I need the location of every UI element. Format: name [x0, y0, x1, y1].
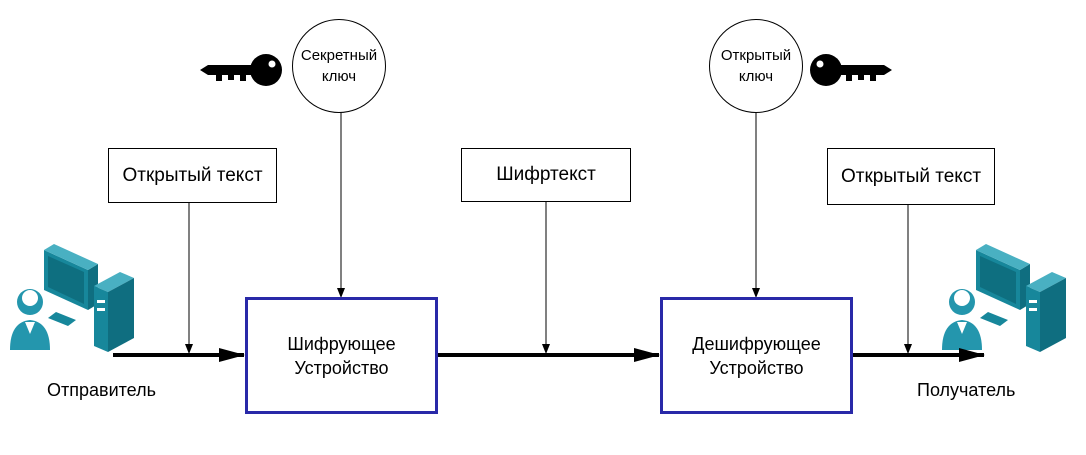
encryptor-device: Шифрующее Устройство — [245, 297, 438, 414]
receiver-label: Получатель — [917, 380, 1016, 400]
decryptor-label-line2: Устройство — [709, 357, 804, 378]
plaintext-left-label: Открытый текст — [122, 164, 263, 186]
secret-key-label-line1: Секретный — [300, 47, 378, 64]
ciphertext-box: Шифртекст — [461, 148, 631, 202]
secret-key-label-line2: ключ — [321, 68, 357, 85]
secret-key-node: Секретный ключ — [292, 19, 386, 113]
public-key-label-line2: ключ — [738, 68, 774, 85]
secret-key-icon — [200, 54, 282, 86]
plaintext-right-label: Открытый текст — [840, 165, 982, 187]
encryptor-label-line2: Устройство — [294, 357, 389, 378]
encryptor-label-line1: Шифрующее — [287, 333, 396, 354]
plaintext-right-box: Открытый текст — [827, 148, 995, 205]
public-key-label-line1: Открытый — [720, 47, 792, 64]
sender-label: Отправитель — [47, 380, 156, 400]
decryptor-label-line1: Дешифрующее — [692, 333, 821, 354]
plaintext-left-box: Открытый текст — [108, 148, 277, 203]
public-key-node: Открытый ключ — [709, 19, 803, 113]
ciphertext-label: Шифртекст — [496, 164, 596, 185]
decryptor-device: Дешифрующее Устройство — [660, 297, 853, 414]
receiver-computer-icon — [942, 244, 1066, 352]
sender-computer-icon — [10, 244, 134, 352]
public-key-icon — [810, 54, 892, 86]
